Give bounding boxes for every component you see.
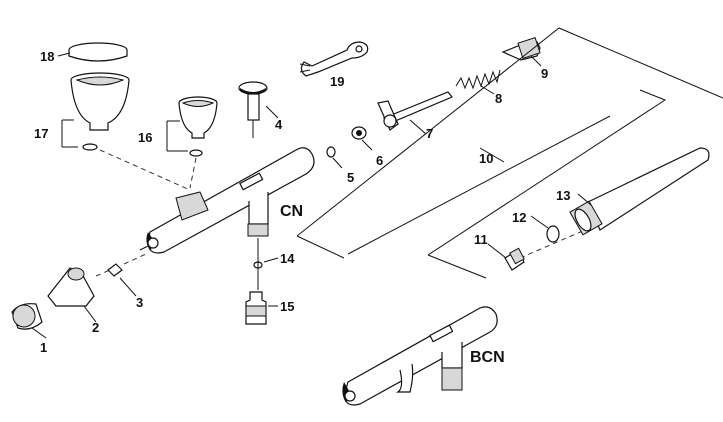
callout-17: 17 [34,126,48,141]
callout-3: 3 [136,295,143,310]
callout-19: 19 [330,74,344,89]
part-19-wrench [299,41,369,77]
part-7-needle-guide [377,91,453,135]
callout-9: 9 [541,66,548,81]
part-11-nozzle [487,243,525,271]
callout-5: 5 [347,170,354,185]
callout-2: 2 [92,320,99,335]
callout-15: 15 [280,299,294,314]
callout-14: 14 [280,251,295,266]
callout-4: 4 [275,117,283,132]
callout-8: 8 [495,91,502,106]
part-2-nozzle-body [47,267,97,323]
part-5-o-ring [326,146,343,169]
handle-parts-panel [427,89,667,279]
airbrush-body-cn [139,147,315,254]
part-12-o-ring [530,215,560,243]
part-16-small-color-cup [166,96,218,157]
callout-10: 10 [479,151,493,166]
part-4-trigger [238,81,279,138]
airbrush-body-bcn [342,306,498,406]
part-1-nozzle-cap [11,303,47,339]
part-13-handle [569,147,710,236]
callout-13: 13 [556,188,570,203]
part-15-air-valve [245,291,278,325]
part-10-needle-panel [296,27,723,259]
part-17-large-color-cup [61,72,130,151]
callout-11: 11 [474,232,488,247]
callout-16: 16 [138,130,152,145]
callout-18: 18 [40,49,54,64]
part-18-cup-lid [57,42,128,62]
callout-12: 12 [512,210,526,225]
part-14-o-ring [253,238,279,290]
model-label-cn: CN [280,203,303,220]
part-3-nozzle-tip [95,253,147,297]
part-6-needle-packing [351,126,373,151]
model-label-bcn: BCN [470,349,505,366]
callout-1: 1 [40,340,47,355]
part-8-spring [455,69,501,95]
callout-6: 6 [376,153,383,168]
part-9-needle-chucking-nut [501,36,542,67]
callout-7: 7 [426,126,433,141]
